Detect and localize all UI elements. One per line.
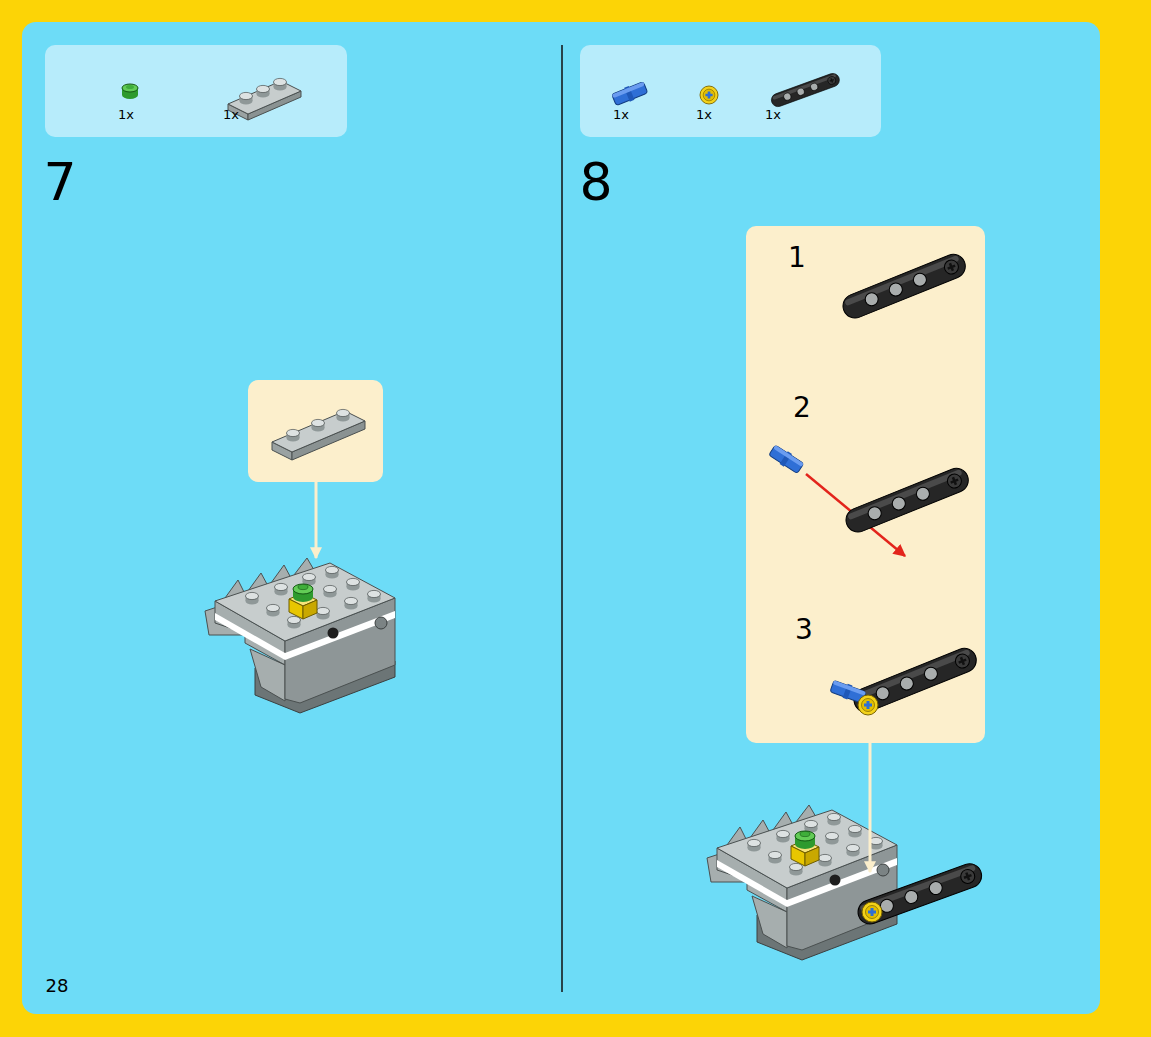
parts-panel-bg — [45, 45, 347, 137]
parts-list-panel: 1x 1x — [45, 45, 347, 137]
substep-number: 2 — [793, 391, 811, 424]
substep-number: 1 — [788, 241, 806, 274]
placement-arrow — [869, 743, 872, 872]
part-count: 1x — [696, 107, 712, 122]
substep-box: 1 2 3 — [746, 226, 985, 743]
substep-art — [768, 251, 980, 716]
page-number: 28 — [46, 975, 69, 996]
callout-box — [248, 380, 383, 482]
part-green-round-plate — [122, 84, 138, 99]
part-count: 1x — [118, 107, 134, 122]
attached-beam — [855, 860, 985, 927]
parts-list-panel: 1x 1x 1x — [580, 45, 881, 137]
part-count: 1x — [613, 107, 629, 122]
part-count: 1x — [765, 107, 781, 122]
step-number: 7 — [43, 152, 76, 212]
substep-box-bg — [746, 226, 985, 743]
divider — [561, 45, 563, 992]
substep-number: 3 — [795, 613, 813, 646]
part-count: 1x — [223, 107, 239, 122]
page-panel — [22, 22, 1100, 1014]
parts-panel-bg — [580, 45, 881, 137]
step-number: 8 — [579, 152, 612, 212]
placement-arrow — [315, 482, 318, 558]
model-step-7 — [205, 558, 395, 713]
grey-plate — [272, 409, 365, 460]
